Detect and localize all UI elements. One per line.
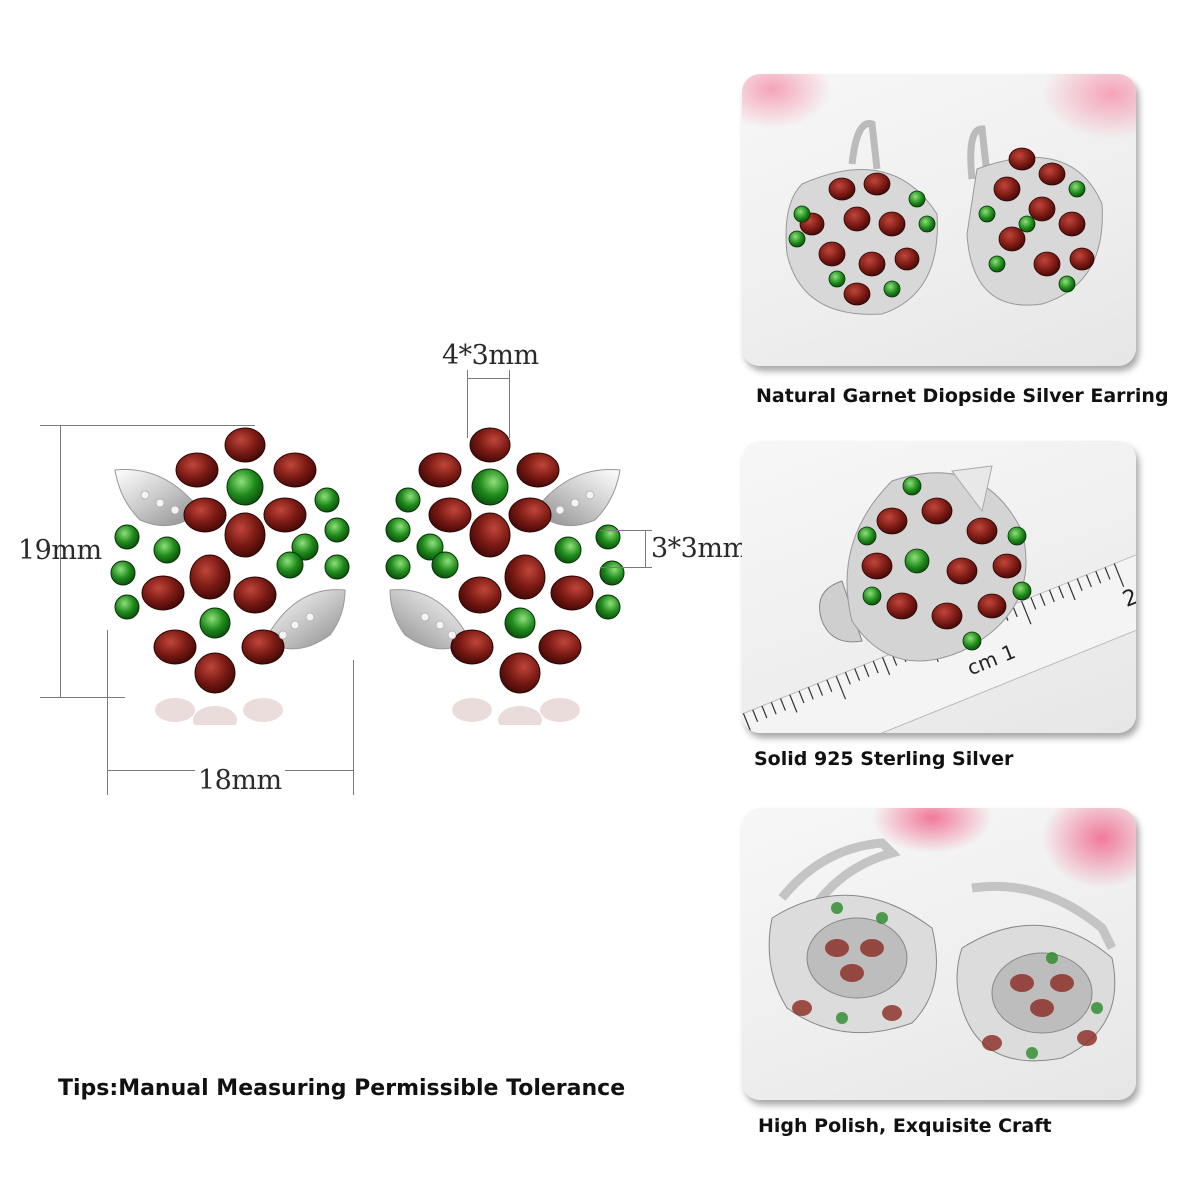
side-stone-dimension-top-tick bbox=[600, 530, 652, 531]
side-stone-dimension-label: 3*3mm bbox=[651, 533, 748, 564]
photo-earrings-back-caption: High Polish, Exquisite Craft bbox=[758, 1115, 1052, 1137]
earring-right-image bbox=[385, 427, 625, 725]
photo-earrings-front-caption: Natural Garnet Diopside Silver Earring bbox=[756, 385, 1169, 407]
width-dimension-right-tick bbox=[353, 660, 354, 795]
height-dimension-bottom-tick bbox=[40, 697, 125, 698]
dimension-diagram: 19mm 18mm 4*3mm 3*3mm bbox=[0, 330, 748, 810]
photo-ring-ruler-caption: Solid 925 Sterling Silver bbox=[754, 748, 1014, 770]
width-dimension-label: 18mm bbox=[195, 765, 285, 796]
photo-earrings-front bbox=[742, 74, 1136, 366]
height-dimension-line bbox=[60, 425, 61, 697]
top-stone-dimension-label: 4*3mm bbox=[442, 340, 539, 371]
top-stone-dimension-left-tick bbox=[467, 370, 468, 438]
top-stone-dimension-right-tick bbox=[509, 370, 510, 438]
earring-left-image bbox=[110, 427, 350, 725]
side-stone-dimension-bottom-tick bbox=[600, 567, 652, 568]
tips-text: Tips:Manual Measuring Permissible Tolera… bbox=[58, 1076, 626, 1101]
height-dimension-label: 19mm bbox=[18, 535, 102, 566]
side-stone-dimension-line bbox=[645, 530, 646, 567]
photo-ring-ruler: cm 1 2 2 bbox=[742, 441, 1136, 733]
height-dimension-top-tick bbox=[40, 425, 255, 426]
width-dimension-left-tick bbox=[107, 630, 108, 795]
photo-earrings-back bbox=[742, 808, 1136, 1100]
top-stone-dimension-line bbox=[467, 378, 509, 379]
